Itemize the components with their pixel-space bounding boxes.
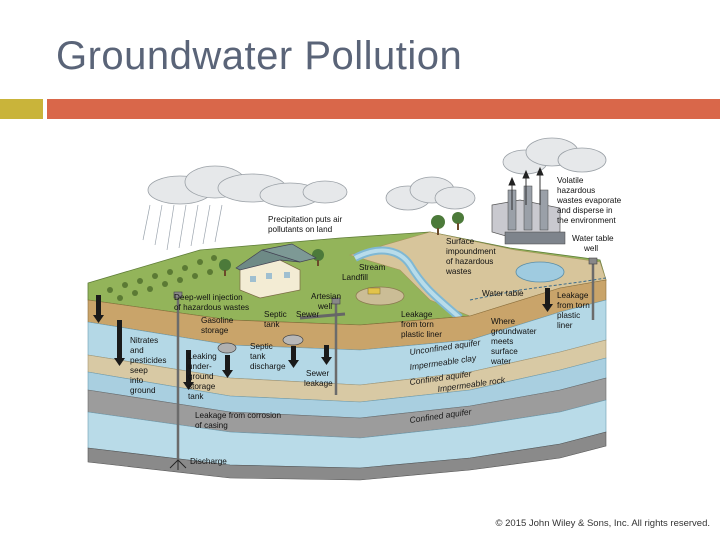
factory-icon (491, 185, 566, 245)
cloud-middle (385, 176, 476, 211)
label-leakage-liner: Leakage from torn plastic liner (401, 310, 442, 339)
cloud-right (502, 137, 607, 175)
label-nitrates: Nitrates and pesticides seep into ground (130, 336, 169, 395)
label-surface-impoundment: Surface impoundment of hazardous wastes (445, 237, 498, 276)
accent-bar-right (47, 99, 720, 119)
tree-icons (219, 212, 464, 276)
slide-title: Groundwater Pollution (56, 34, 463, 78)
copyright-notice: © 2015 John Wiley & Sons, Inc. All right… (495, 518, 710, 529)
label-septic-discharge: Septic tank discharge (250, 342, 286, 371)
wells (176, 262, 595, 460)
label-stream: Stream (359, 263, 386, 272)
label-leaking-tank: Leaking under- ground storage tank (188, 352, 219, 401)
label-landfill: Landfill (342, 273, 368, 282)
septic-tank-icon (282, 334, 304, 346)
label-volatile: Volatile hazardous wastes evaporate and … (556, 176, 623, 225)
cloud-left (147, 165, 348, 208)
accent-bar-left (0, 99, 43, 119)
seepage-arrows (93, 288, 553, 390)
sewer-pipe (299, 312, 346, 320)
house-icon (235, 243, 317, 299)
landfill-icon (355, 286, 405, 306)
water-table-line (469, 277, 607, 301)
discharge-arrows (169, 459, 187, 470)
label-sewer: Sewer (296, 310, 319, 319)
cross-section-block (87, 231, 607, 481)
label-leakage-plastic: Leakage from torn plastic liner (557, 291, 592, 330)
label-water-table: Water table (482, 289, 524, 298)
label-where-groundwater: Where groundwater meets surface water (490, 317, 539, 366)
evaporation-arrows (508, 166, 544, 210)
orchard-trees (107, 255, 217, 301)
rain-icon (142, 204, 223, 251)
label-discharge: Discharge (190, 457, 227, 466)
well-caps (173, 257, 598, 305)
label-sewer-leakage: Sewer leakage (304, 369, 333, 388)
gasoline-tank-icon (217, 342, 237, 354)
